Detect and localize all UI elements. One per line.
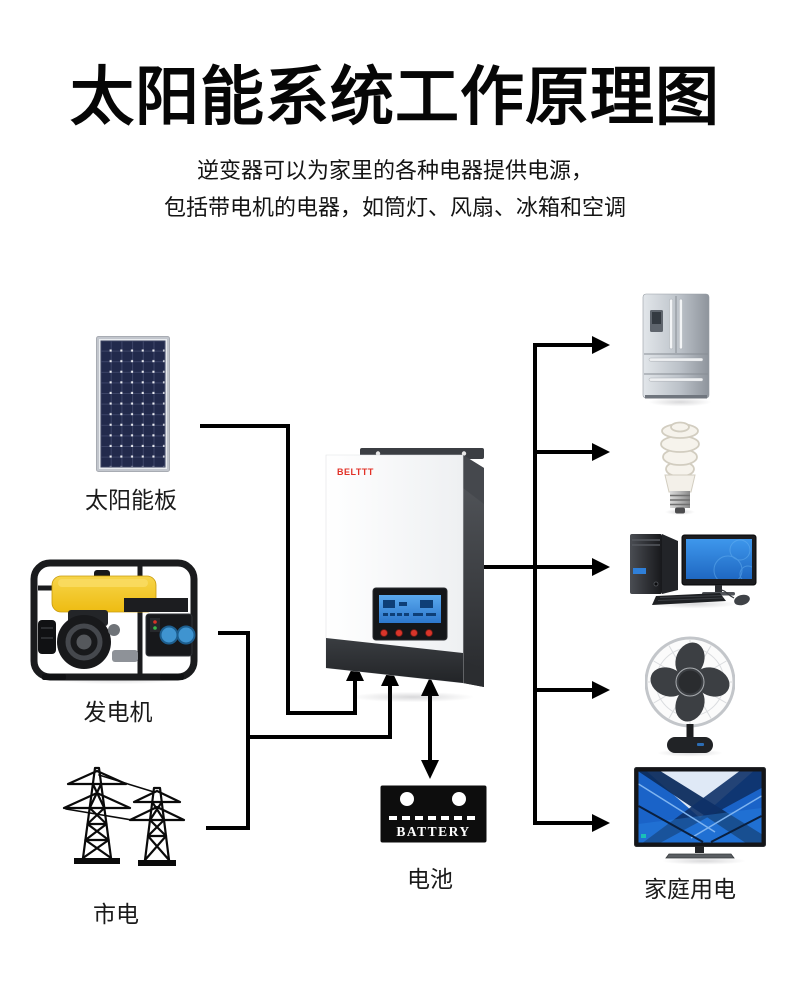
solar-panel-icon [96,336,170,472]
table-fan-icon [645,634,735,756]
generator-label: 发电机 [83,699,153,725]
shadow [638,396,722,408]
arrowhead-computer [592,558,610,576]
arrowhead-bulb [592,443,610,461]
subtitle-line-2: 包括带电机的电器，如筒灯、风扇、冰箱和空调 [163,195,626,220]
desktop-computer-icon [622,528,760,608]
refrigerator-icon [636,292,716,406]
television-icon [633,766,767,862]
arrowhead-fan [592,681,610,699]
shadow [648,856,760,866]
utility-power-label: 市电 [93,901,139,927]
shadow [330,690,495,704]
transmission-towers-icon [52,752,197,874]
battery-icon: BATTERY [380,785,487,843]
battery-device-text: BATTERY [396,824,470,839]
battery-label: 电池 [407,866,453,892]
household-loads-label: 家庭用电 [644,876,736,902]
arrowhead-refrigerator [592,336,610,354]
generator-utility-line [206,631,250,830]
page-title: 太阳能系统工作原理图 [70,61,720,133]
inverter-icon: BELTTT [318,446,503,696]
inverter-display [372,587,448,641]
cfl-bulb-icon [652,420,708,518]
arrowhead-tv [592,814,610,832]
inverter-brand-text: BELTTT [337,467,374,477]
generator-icon [28,558,203,684]
solar-panel-label: 太阳能板 [85,487,177,513]
subtitle-line-1: 逆变器可以为家里的各种电器提供电源， [196,158,593,183]
arrowhead-battery-down [421,760,439,779]
